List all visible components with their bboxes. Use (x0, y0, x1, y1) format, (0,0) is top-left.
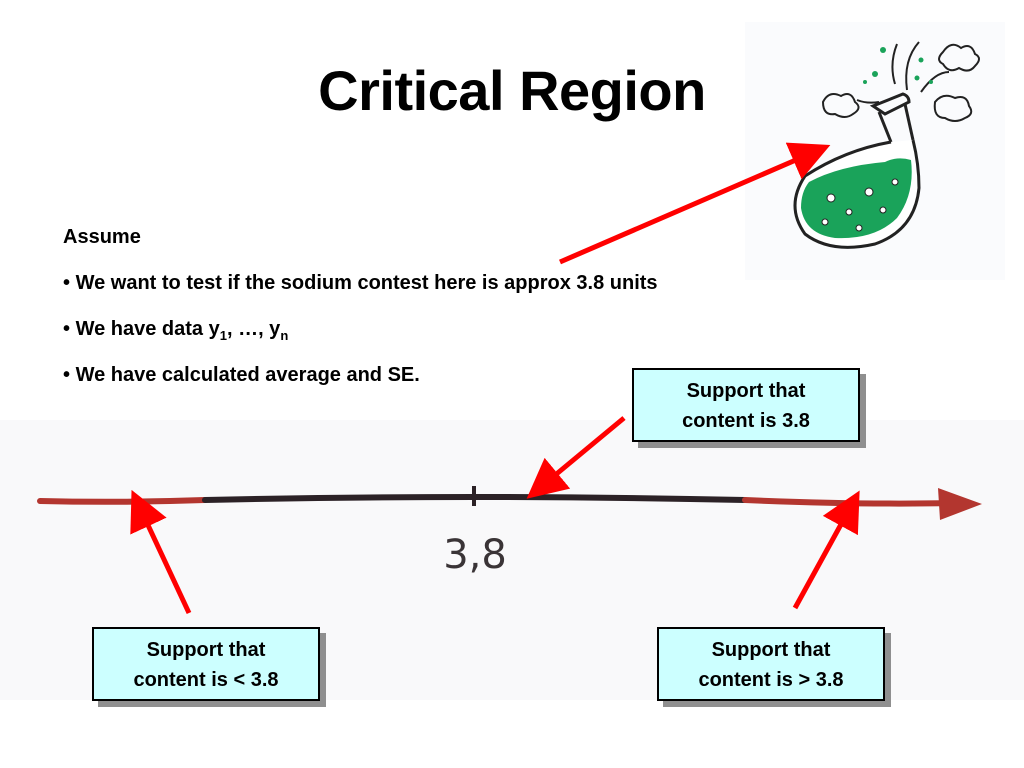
bullet-text: We want to test if the sodium contest he… (75, 272, 658, 294)
arrow-to-right-tail (792, 490, 860, 610)
list-item: • We want to test if the sodium contest … (63, 269, 658, 315)
callout-right: Support that content is > 3.8 (657, 627, 885, 701)
arrow-to-left-tail (130, 489, 192, 615)
bullet-text: We have calculated average and SE. (75, 364, 420, 386)
list-item: • We have data y1, …, yn (63, 315, 658, 361)
slide-title: Critical Region (318, 59, 706, 122)
callout-center: Support that content is 3.8 (632, 368, 860, 442)
assume-heading: Assume (63, 226, 141, 248)
number-line-arrowhead (938, 488, 982, 520)
number-line (37, 486, 982, 520)
arrow-to-center (526, 416, 626, 499)
assumption-list: Assume • We want to test if the sodium c… (63, 223, 658, 407)
arrow-to-flask (559, 142, 831, 265)
bullet-marker: • (63, 272, 71, 294)
bullet-text: We have data y1, …, yn (75, 318, 289, 343)
callout-left: Support that content is < 3.8 (92, 627, 320, 701)
list-item: • We have calculated average and SE. (63, 361, 658, 407)
center-tick-label: 3,8 (443, 532, 507, 578)
bullet-marker: • (63, 318, 71, 340)
bullet-marker: • (63, 364, 71, 386)
